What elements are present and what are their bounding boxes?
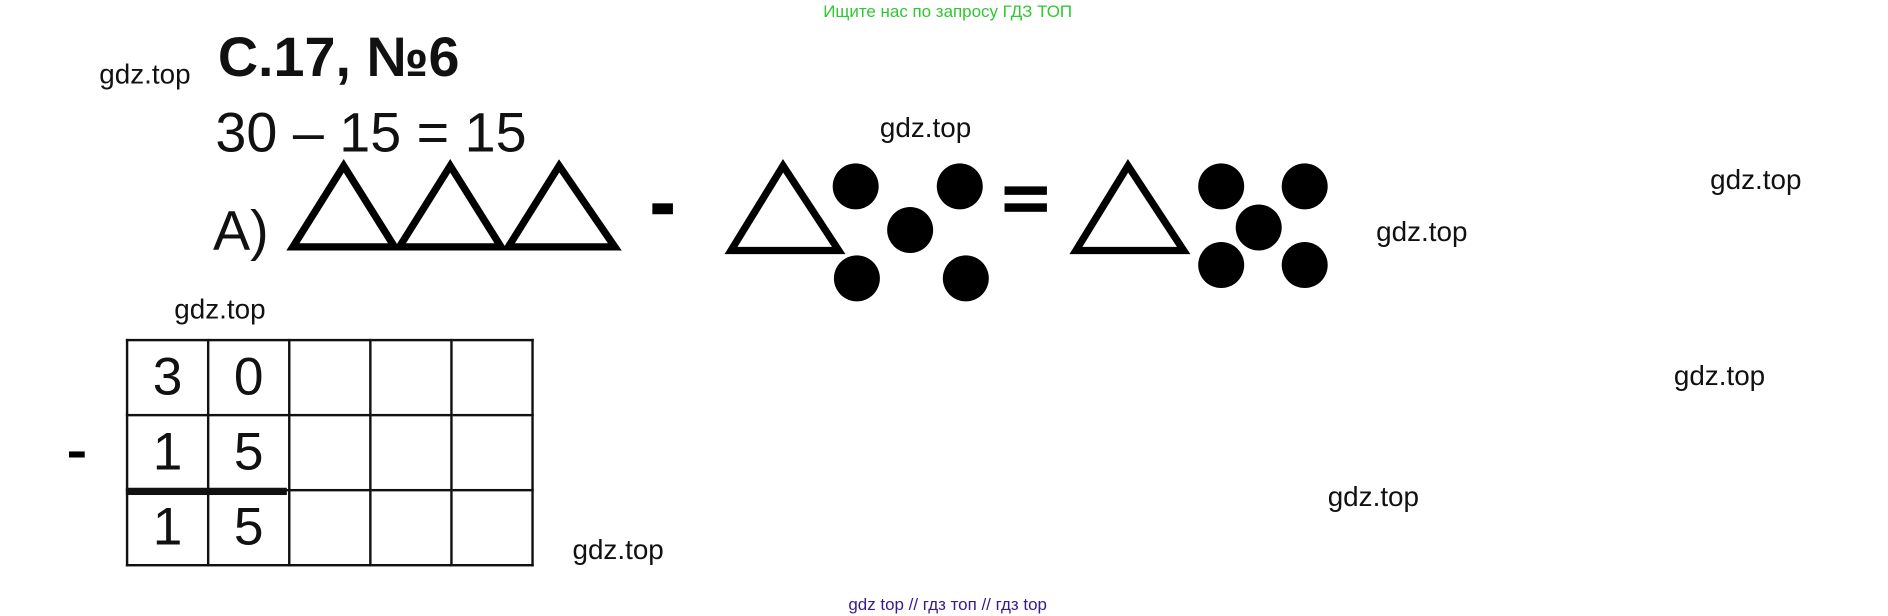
grid-cell [450,338,534,417]
dot-icon [887,206,934,253]
watermark: gdz.top [1327,480,1420,512]
footer-links[interactable]: gdz top // гдз топ // гдз top [848,594,1047,614]
watermark: gdz.top [1673,359,1766,391]
grid-cell [369,338,453,417]
page-title: С.17, №6 [217,25,460,89]
dot-icon [1281,163,1328,210]
grid-cell: 1 [125,413,210,492]
grid-cell [369,488,453,567]
watermark: gdz.top [572,533,664,566]
minus-sign [652,203,673,215]
watermark: gdz.top [879,111,972,143]
grid-cell [450,413,534,492]
dot-icon [942,255,989,302]
watermark: gdz.top [99,58,191,90]
dot-icon [1235,204,1282,251]
dot-icon [936,163,983,210]
grid-cell: 3 [125,338,210,417]
triangle-icon [724,159,846,255]
dot-icon [832,163,879,210]
dot-icon [1281,242,1328,289]
equals-sign [1004,203,1047,212]
grid-row: 1 5 [125,488,534,567]
triangle-icon [1069,159,1191,255]
dot-icon [1198,242,1245,289]
grid-cell: 5 [206,413,291,492]
grid-cell: 5 [206,488,291,567]
dot-icon [833,255,880,302]
grid-cell [450,488,534,567]
watermark: gdz.top [1376,215,1468,247]
triangle-icon [286,158,402,251]
grid-row: 1 5 [125,413,534,492]
column-minus-sign [68,451,85,458]
grid-cell [369,413,453,492]
watermark: gdz.top [1710,163,1802,195]
grid-cell [288,413,372,492]
grid-cell: 0 [206,338,291,417]
search-hint-link[interactable]: Ищите нас по запросу ГДЗ ТОП [823,1,1073,21]
part-label: А) [213,198,269,262]
grid-cell [288,338,372,417]
equals-sign [1004,186,1047,195]
equation: 30 – 15 = 15 [215,100,527,164]
dot-icon [1198,163,1245,210]
result-underline [125,487,287,496]
grid-cell: 1 [125,488,210,567]
grid-cell [288,488,372,567]
triangle-icon [501,159,622,251]
watermark: gdz.top [174,292,266,325]
grid-row: 3 0 [125,338,534,417]
triangle-icon [392,158,508,251]
column-subtraction-grid: 3 0 1 5 1 5 [125,338,534,567]
